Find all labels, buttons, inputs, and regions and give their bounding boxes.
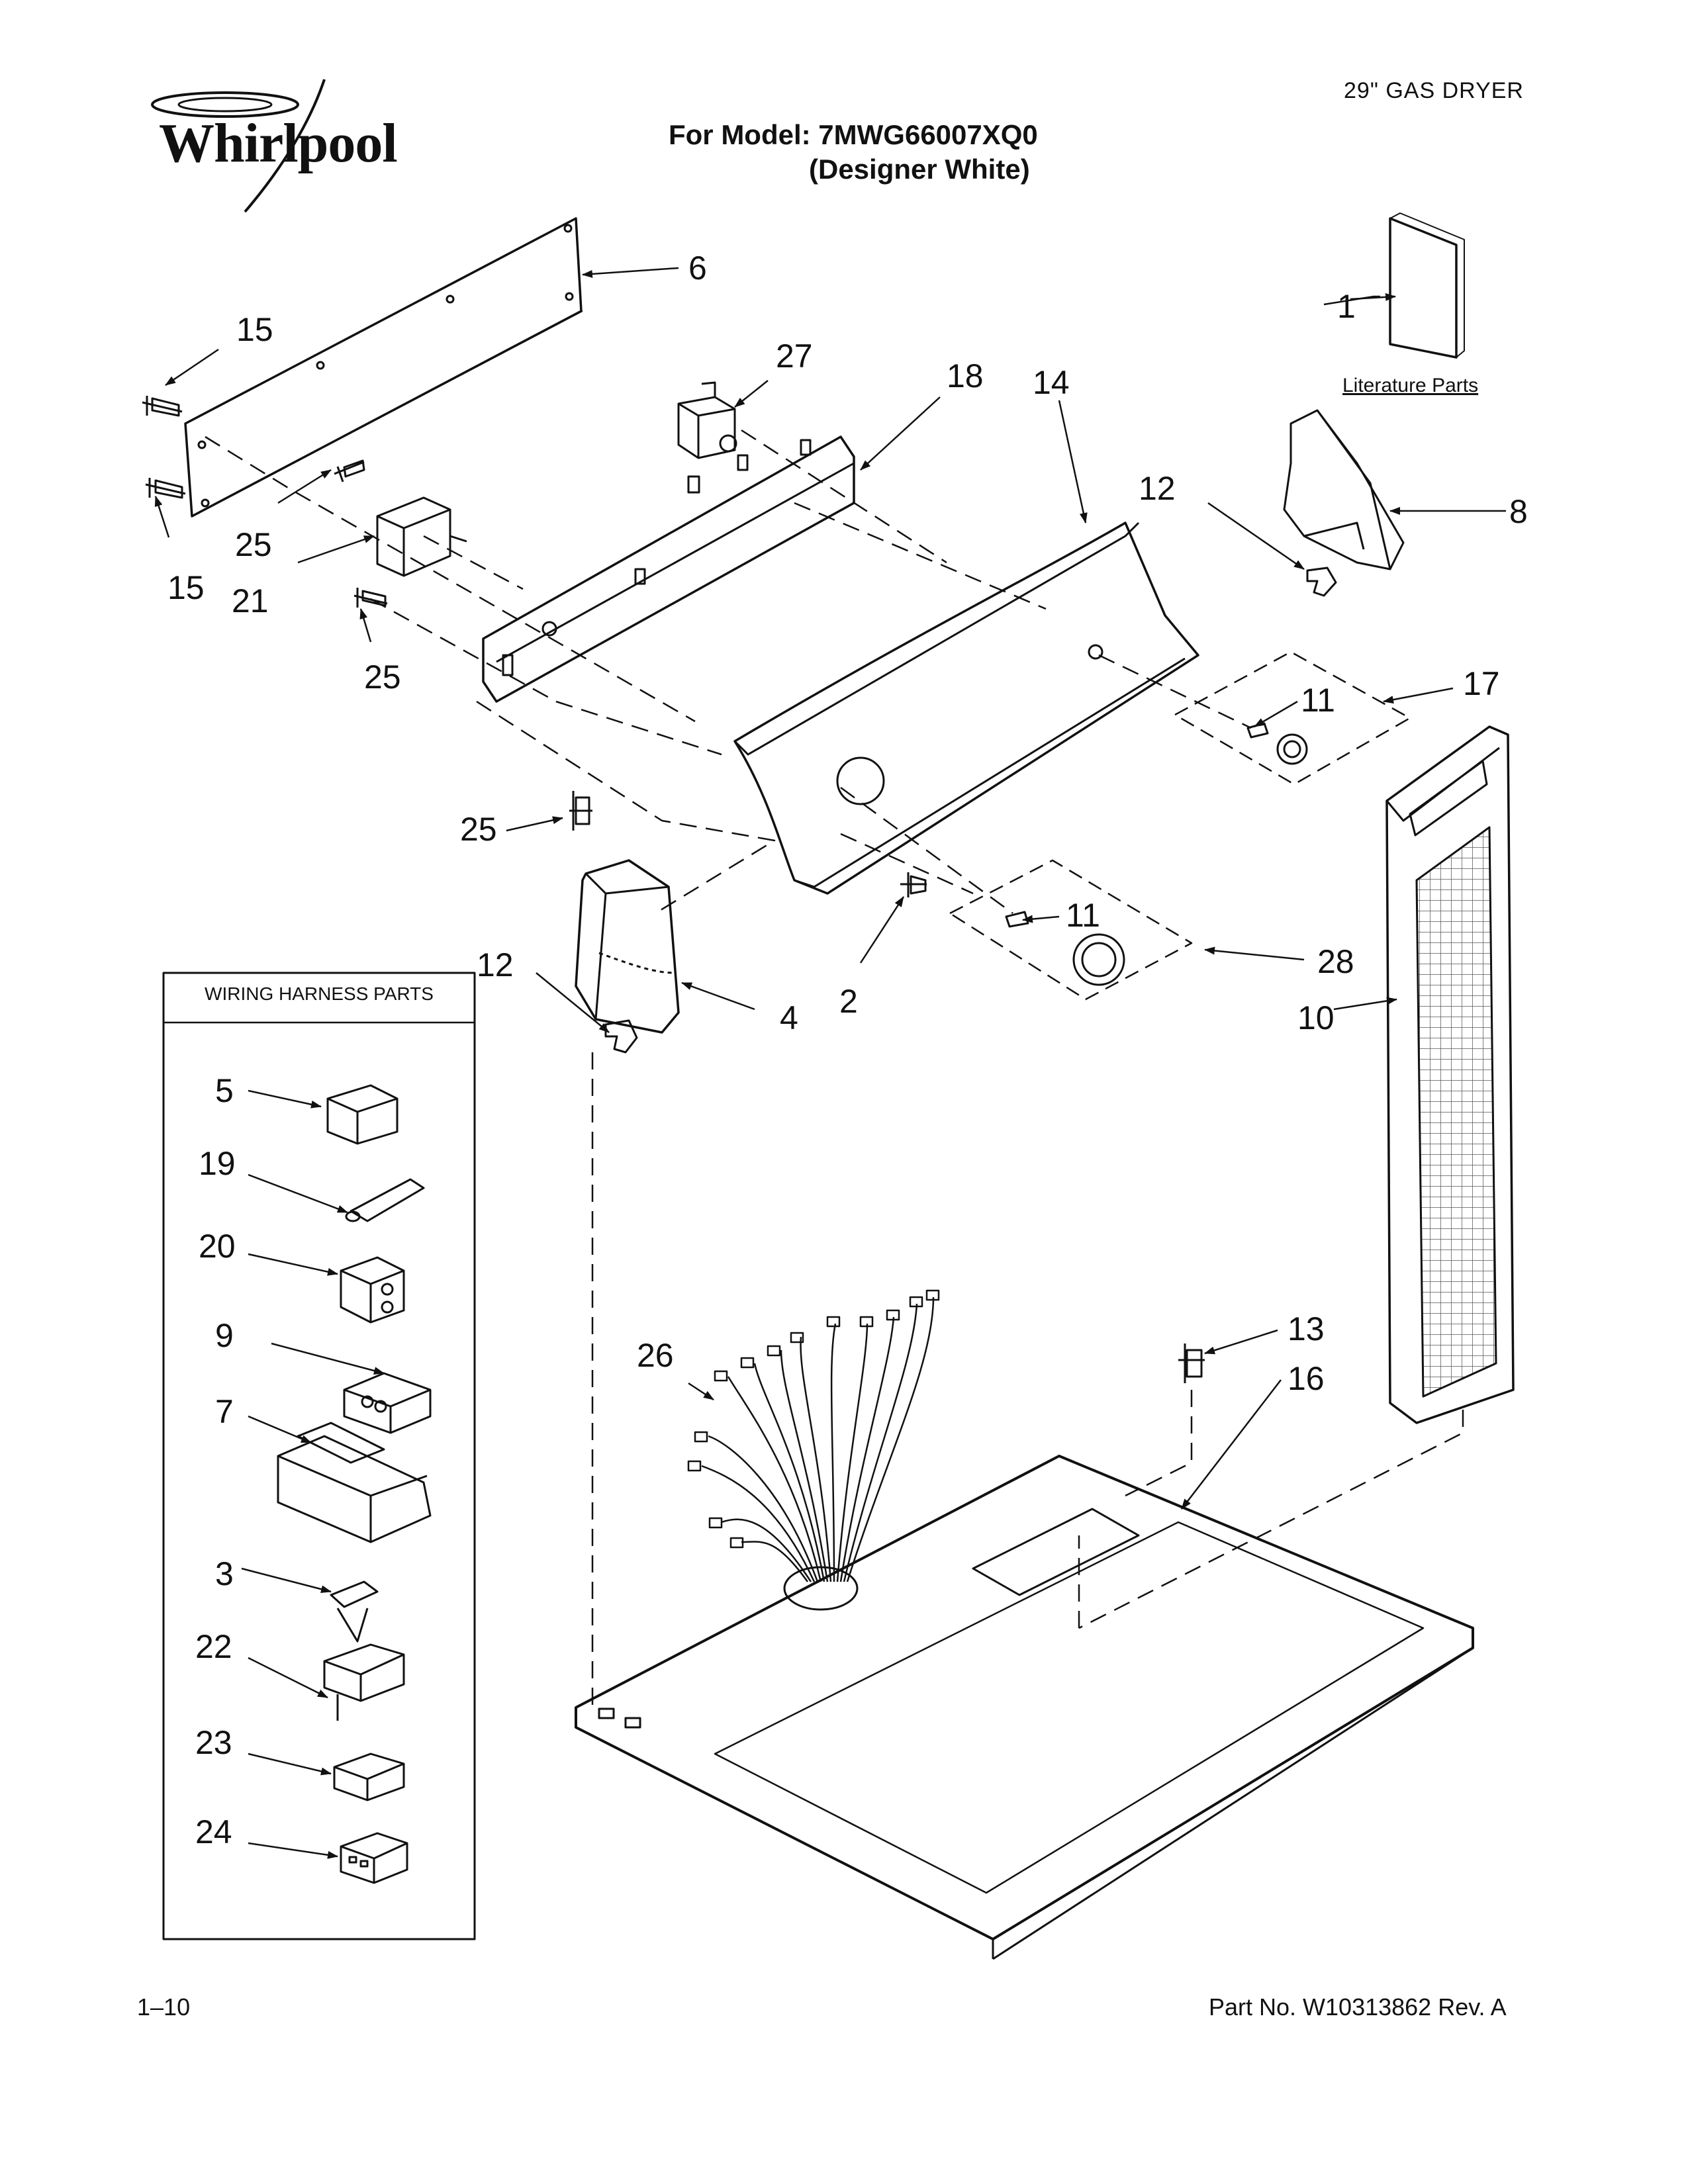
part-20-connector [340, 1256, 405, 1324]
part-27-selector [677, 381, 737, 459]
wiring-harness-title: WIRING HARNESS PARTS [205, 983, 434, 1004]
model-number: For Model: 7MWG66007XQ0 [669, 119, 1038, 150]
part-9-connector [343, 1372, 432, 1434]
callout-24: 24 [195, 1813, 232, 1850]
part-8-bracket [1283, 409, 1405, 570]
callout-11a: 11 [1301, 682, 1335, 719]
callout-11b: 11 [1066, 897, 1100, 934]
callout-28: 28 [1317, 943, 1354, 980]
callout-10: 10 [1297, 999, 1335, 1036]
callout-8: 8 [1509, 493, 1528, 530]
part-2-screw [900, 872, 927, 897]
callout-23: 23 [195, 1724, 232, 1761]
part-17-knob-assembly [1174, 651, 1411, 786]
part-15-screw-lower [145, 478, 186, 499]
page-number: 1–10 [137, 1993, 191, 2021]
part-28-knob-assembly [949, 859, 1193, 1001]
part-1-literature [1389, 212, 1465, 359]
callout-17: 17 [1463, 665, 1500, 702]
callout-25a: 25 [235, 526, 272, 563]
callout-3: 3 [215, 1555, 234, 1592]
leader-arrows [154, 267, 1506, 1859]
callout-21: 21 [232, 582, 269, 619]
part-15-screw-upper [142, 396, 183, 417]
callout-27: 27 [776, 338, 813, 375]
model-color: (Designer White) [809, 154, 1030, 185]
callout-25c: 25 [460, 811, 497, 848]
part-12-clip-upper [1306, 567, 1337, 597]
callout-4: 4 [780, 999, 798, 1036]
callout-14: 14 [1033, 364, 1070, 401]
callout-19: 19 [199, 1145, 236, 1182]
callout-9: 9 [215, 1317, 234, 1354]
wiring-harness-box [162, 972, 476, 1940]
part-14-console [733, 522, 1199, 895]
product-type: 29" GAS DRYER [1344, 78, 1524, 103]
part-24-connector [340, 1832, 408, 1884]
part-21-switch [376, 496, 467, 577]
callout-15b: 15 [167, 569, 205, 606]
part-13-screw [1178, 1343, 1205, 1383]
callout-16: 16 [1288, 1360, 1325, 1397]
brand-logo-text: Whirlpool [159, 113, 398, 174]
alignment-dashes [205, 429, 1464, 1714]
part-6-rear-bracket [184, 217, 583, 518]
callout-13: 13 [1288, 1310, 1325, 1347]
callout-1: 1 [1337, 288, 1356, 325]
part-26-wire-harness [687, 1289, 940, 1582]
part-4-end-cap [575, 859, 680, 1034]
callout-7: 7 [215, 1393, 234, 1430]
part-3-clip [330, 1580, 379, 1643]
logo-swirl [151, 79, 326, 213]
part-5-connector [326, 1084, 399, 1145]
callout-20: 20 [199, 1228, 236, 1265]
part-16-top-panel [575, 1455, 1474, 1960]
part-23-connector [333, 1752, 405, 1801]
callout-25b: 25 [364, 659, 401, 696]
part-7-connector-housing [277, 1422, 432, 1543]
part-18-control-bracket [482, 435, 855, 703]
part-22-connector [323, 1643, 405, 1721]
callout-12b: 12 [477, 946, 514, 983]
brand-logo: Whirlpool [159, 111, 398, 175]
part-10-lint-filter [1385, 725, 1515, 1424]
callout-6: 6 [688, 250, 707, 287]
part-number: Part No. W10313862 Rev. A [1209, 1993, 1507, 2021]
callout-18: 18 [947, 357, 984, 394]
part-25-screw-a [334, 459, 365, 482]
part-12-clip-lower [604, 1019, 638, 1054]
callout-26: 26 [637, 1337, 674, 1374]
callout-12a: 12 [1139, 470, 1176, 507]
literature-parts-label: Literature Parts [1342, 375, 1479, 396]
callout-5: 5 [215, 1072, 234, 1109]
part-25-screw-c [569, 791, 592, 831]
callout-22: 22 [195, 1628, 232, 1665]
callout-15a: 15 [236, 311, 273, 348]
callout-2: 2 [839, 983, 858, 1020]
part-19-terminal [345, 1178, 425, 1222]
callout-labels: 1 2 3 4 5 6 7 8 9 10 11 11 12 12 13 14 1… [167, 250, 1528, 1850]
